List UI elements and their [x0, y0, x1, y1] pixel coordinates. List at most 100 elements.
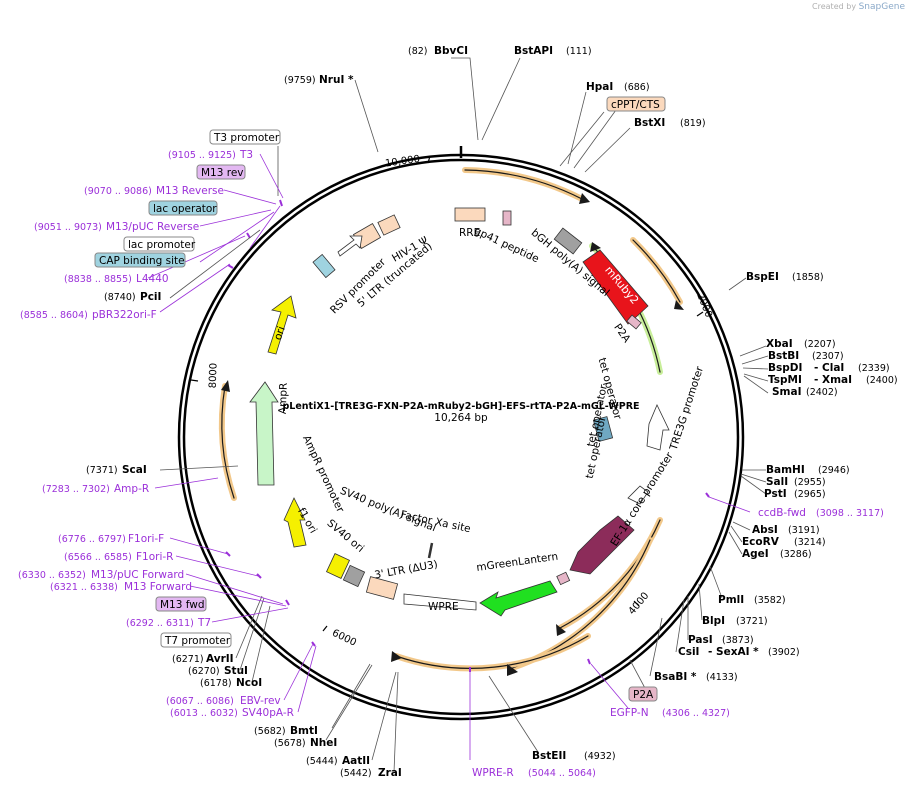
site-aatii: AatII	[342, 755, 370, 767]
site-psti: PstI	[764, 488, 787, 500]
site-absi-pos: (3191)	[788, 525, 820, 536]
box-m13-rev-text: M13 rev	[201, 167, 244, 179]
boxed-leader-lines	[559, 111, 647, 691]
snapgene-credit: Created by SnapGene	[812, 2, 905, 12]
site-ecorv: EcoRV	[742, 536, 780, 548]
site-pmli-pos: (3582)	[754, 595, 786, 606]
site-blpi-pos: (3721)	[736, 616, 768, 627]
box-t7-promoter	[160, 632, 232, 648]
site-csii-pos: (3902)	[768, 647, 800, 658]
site-bspdi-pos: (2339)	[858, 363, 890, 374]
primer-sv40pa-r: SV40pA-R	[242, 707, 294, 719]
tick-label-10000: 10,000	[384, 154, 420, 170]
primer-wpre-r-range: (5044 .. 5064)	[528, 768, 596, 779]
site-stui: StuI	[224, 665, 248, 677]
site-bmti-pos: (5682)	[254, 726, 286, 737]
site-bamhi: BamHI	[766, 464, 805, 476]
site-pasi-pos: (3873)	[722, 635, 754, 646]
tick-label-8000: 8000	[208, 363, 220, 389]
label-rre: RRE	[459, 227, 480, 239]
label-p2a-top: P2A	[611, 322, 633, 346]
label-3ltr: 3' LTR (ΔU3)	[374, 558, 439, 581]
label-gp41: gp41 peptide	[472, 225, 540, 265]
box-cppt-cts-text: cPPT/CTS	[611, 99, 660, 111]
box-lac-operator-text: lac operator	[153, 203, 217, 215]
ef1a-arrow	[627, 485, 649, 505]
box-lac-promoter-text: lac promoter	[128, 239, 196, 251]
box-cap-site	[94, 252, 186, 268]
snapgene-logo: SnapGene	[858, 2, 905, 12]
primer-f1ori-f-range: (6776 .. 6797)	[58, 534, 126, 545]
scale-ticks	[190, 155, 704, 632]
site-agei: AgeI	[742, 548, 769, 560]
primer-m13fwd: M13 Forward	[124, 581, 192, 593]
primer-ampr: Amp-R	[114, 483, 149, 495]
site-xbai-pos: (2207)	[804, 339, 836, 350]
site-sexai: - SexAI *	[708, 646, 759, 658]
feature-arrows	[249, 207, 670, 617]
rsv-promoter-arrow	[337, 235, 363, 257]
site-sali: SalI	[766, 476, 788, 488]
site-bsabi: BsaBI *	[654, 671, 697, 683]
sv40-polyA-box	[342, 564, 366, 588]
label-tet-operator-3: tet operator	[584, 415, 609, 480]
site-bstxi-pos: (819)	[680, 118, 706, 129]
p2a-box-bottom	[556, 571, 571, 586]
site-csii: CsiI	[678, 646, 699, 658]
primer-pbr322-range: (8585 .. 8604)	[20, 310, 88, 321]
top-sites: (82) BbvCI BstAPI (111) (9759) NruI * Hp…	[284, 45, 706, 129]
primer-m13fwd-range: (6321 .. 6338)	[50, 582, 118, 593]
gp41-box	[502, 210, 512, 226]
orf-arrowheads	[221, 193, 684, 676]
primer-m13rev-range: (9070 .. 9086)	[84, 186, 152, 197]
box-t7-promoter-text: T7 promoter	[164, 635, 231, 647]
right-sites: BspEI (1858) XbaI (2207) BstBI (2307) Bs…	[532, 271, 898, 762]
label-sv40-polya: SV40 poly(A) signal	[338, 485, 438, 535]
site-bamhi-pos: (2946)	[818, 465, 850, 476]
site-nhei-pos: (5678)	[274, 738, 306, 749]
site-scai-pos: (7371)	[86, 465, 118, 476]
primer-t7: T7	[197, 617, 211, 629]
site-bbvci-pos: (82)	[408, 46, 428, 57]
box-lac-promoter	[123, 236, 195, 252]
site-zrai-pos: (5442)	[340, 768, 372, 779]
primer-l4440: L4440	[136, 273, 169, 285]
hiv-psi-box	[377, 214, 401, 236]
orf-arrow-6	[218, 383, 237, 501]
site-bspdi: BspDI	[768, 362, 802, 374]
site-blpi: BlpI	[702, 615, 725, 627]
credit-prefix: Created by	[812, 2, 857, 11]
site-bstapi-pos: (111)	[566, 46, 592, 57]
label-sv40-ori: SV40 ori	[325, 517, 367, 555]
wpre-arrow	[403, 593, 477, 611]
primer-f1ori-r: F1ori-R	[136, 551, 173, 563]
tick-label-6000: 6000	[330, 628, 358, 649]
site-xbai: XbaI	[766, 338, 793, 350]
site-hpai-pos: (686)	[624, 82, 650, 93]
primer-l4440-range: (8838 .. 8855)	[64, 274, 132, 285]
primer-f1ori-f: F1ori-F	[128, 533, 164, 545]
mRuby2-arrow	[582, 249, 649, 325]
primer-ampr-range: (7283 .. 7302)	[42, 484, 110, 495]
site-tspmi-pos: (2400)	[866, 375, 898, 386]
bGH-polyA-box	[553, 227, 583, 255]
site-tspmi: TspMI	[768, 374, 802, 386]
site-avrii: AvrII	[206, 653, 234, 665]
site-agei-pos: (3286)	[780, 549, 812, 560]
box-m13-rev	[196, 164, 246, 180]
primer-m13puc-fwd: M13/pUC Forward	[91, 569, 184, 581]
label-ampR: AmpR	[277, 383, 290, 415]
backbone-inner	[182, 158, 740, 716]
site-stui-pos: (6270)	[188, 666, 220, 677]
primer-t3: T3	[239, 149, 253, 161]
site-aatii-pos: (5444)	[306, 756, 338, 767]
box-lac-operator	[148, 200, 218, 216]
rre-box	[454, 207, 486, 222]
primer-sv40pa-r-range: (6013 .. 6032)	[170, 708, 238, 719]
site-bsteii: BstEII	[532, 750, 566, 762]
primer-labels: (9105 .. 9125) T3 (9070 .. 9086) M13 Rev…	[18, 149, 884, 779]
box-p2a-bottom	[628, 686, 658, 702]
tet-on-arrow	[569, 515, 635, 575]
tre3g-arrow	[646, 404, 670, 451]
site-nrui: NruI *	[319, 74, 354, 86]
